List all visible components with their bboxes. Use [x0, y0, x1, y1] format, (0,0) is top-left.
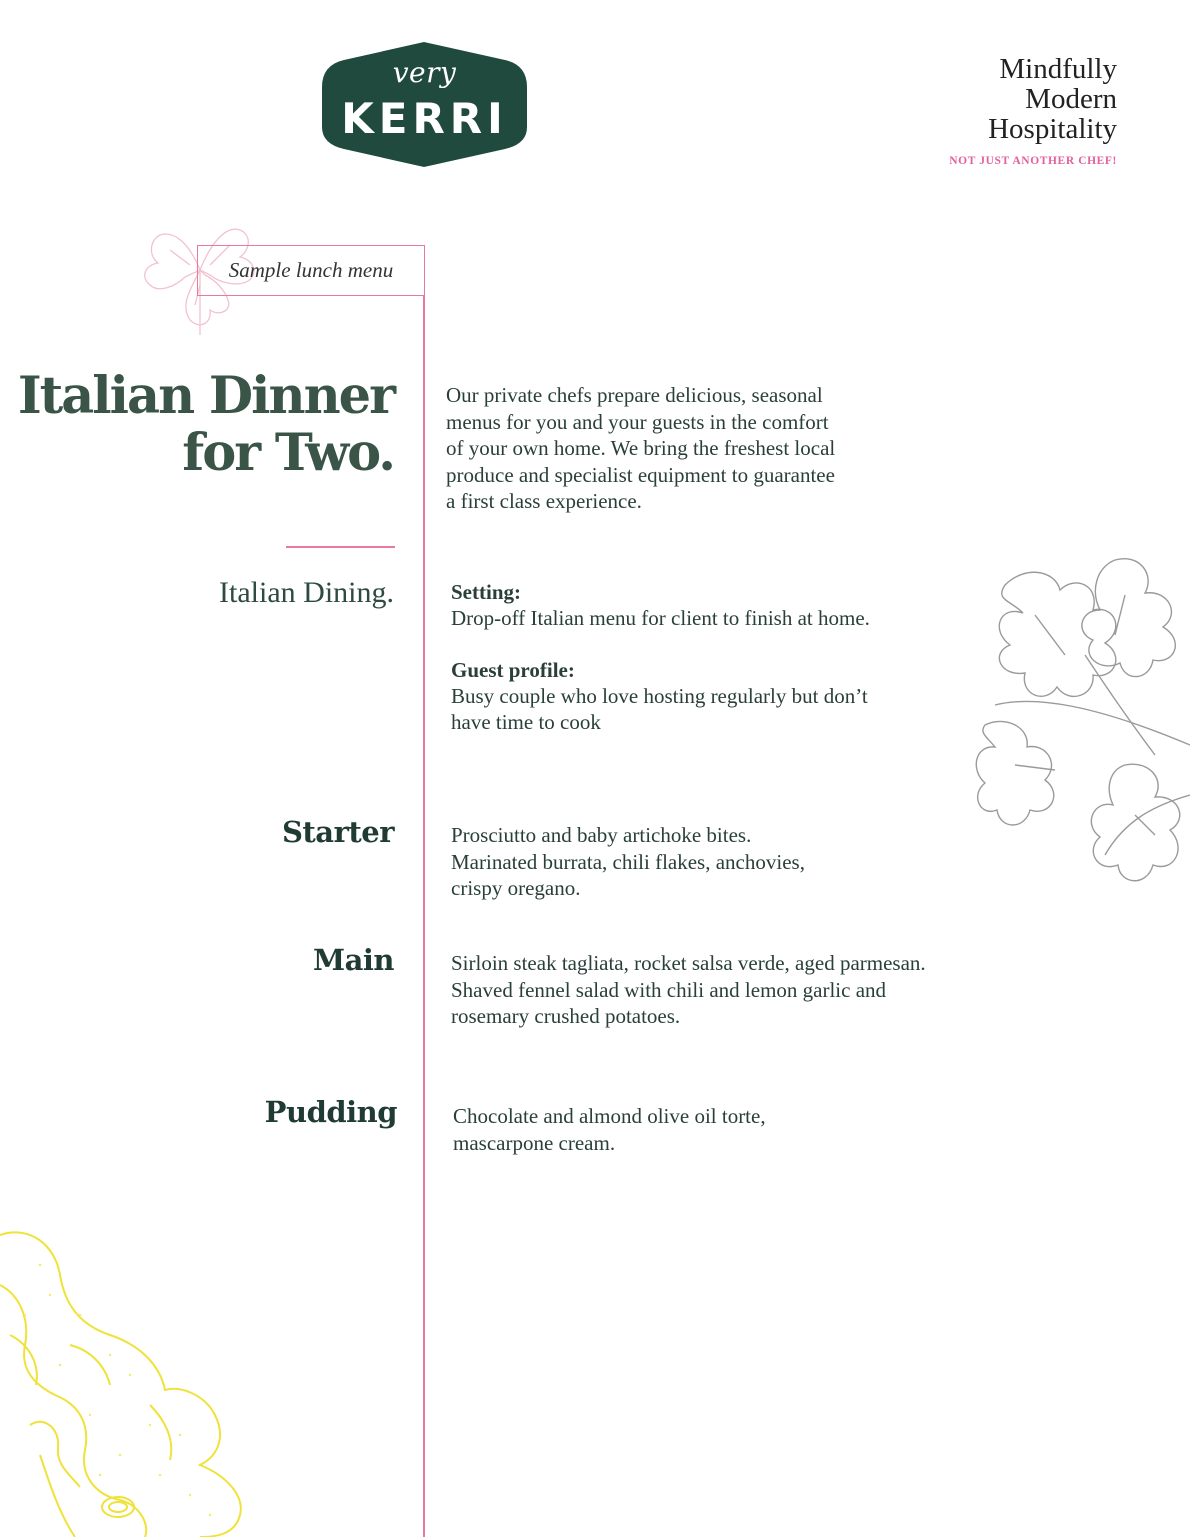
dish-line: Marinated burrata, chili flakes, anchovi… [451, 849, 805, 874]
dish-line: Prosciutto and baby artichoke bites. [451, 823, 752, 847]
dish-line: crispy oregano. [451, 876, 581, 900]
course-label-starter: Starter [281, 815, 395, 849]
setting-text: Drop-off Italian menu for client to fini… [451, 606, 870, 630]
section-subheading: Italian Dining. [219, 576, 394, 609]
pink-divider [286, 546, 395, 548]
tagline-line-1: Mindfully [999, 53, 1117, 85]
intro-line: menus for you and your guests in the com… [446, 409, 829, 434]
very-kerri-logo: very KERRI [322, 42, 527, 167]
tagline-line-2: Modern [1025, 83, 1117, 115]
menu-title-line-1: Italian Dinner [17, 366, 396, 426]
course-description-starter: Prosciutto and baby artichoke bites. Mar… [451, 822, 1031, 902]
intro-line: Our private chefs prepare delicious, sea… [446, 383, 823, 407]
dish-line: Shaved fennel salad with chili and lemon… [451, 977, 887, 1002]
subtagline: NOT JUST ANOTHER CHEF! [949, 155, 1117, 167]
tagline: Mindfully Modern Hospitality [988, 54, 1117, 144]
tagline-line-3: Hospitality [988, 113, 1117, 145]
dish-line: rosemary crushed potatoes. [451, 1004, 681, 1028]
parsley-pink-illustration [144, 228, 255, 335]
course-label-pudding: Pudding [264, 1095, 398, 1129]
intro-line: of your own home. We bring the freshest … [446, 436, 836, 460]
logo-wordmark: KERRI [341, 94, 508, 143]
intro-line: a first class experience. [446, 489, 642, 513]
intro-line: produce and specialist equipment to guar… [446, 462, 835, 487]
guest-profile-label: Guest profile: [451, 658, 575, 682]
guest-profile-block: Guest profile: Busy couple who love host… [451, 657, 971, 735]
dish-line: Chocolate and almond olive oil torte, [453, 1104, 766, 1128]
course-description-pudding: Chocolate and almond olive oil torte, ma… [453, 1103, 1033, 1156]
course-description-main: Sirloin steak tagliata, rocket salsa ver… [451, 950, 1031, 1030]
menu-title: Italian Dinner for Two. [17, 366, 396, 483]
intro-paragraph: Our private chefs prepare delicious, sea… [446, 382, 926, 515]
guest-profile-line: have time to cook [451, 710, 601, 734]
course-label-main: Main [313, 943, 395, 977]
dish-line: Sirloin steak tagliata, rocket salsa ver… [451, 951, 926, 975]
vertical-divider [423, 296, 425, 1537]
guest-profile-line: Busy couple who love hosting regularly b… [451, 684, 868, 708]
ginger-yellow-illustration [0, 1231, 242, 1537]
menu-title-line-2: for Two. [182, 423, 396, 483]
setting-block: Setting: Drop-off Italian menu for clien… [451, 579, 971, 631]
dish-line: mascarpone cream. [453, 1130, 616, 1155]
setting-label: Setting: [451, 580, 521, 604]
parsley-grey-illustration [975, 557, 1190, 882]
logo-script-text: very [392, 56, 457, 89]
logo-badge-shape [322, 42, 527, 167]
menu-label-box: Sample lunch menu [197, 245, 425, 296]
